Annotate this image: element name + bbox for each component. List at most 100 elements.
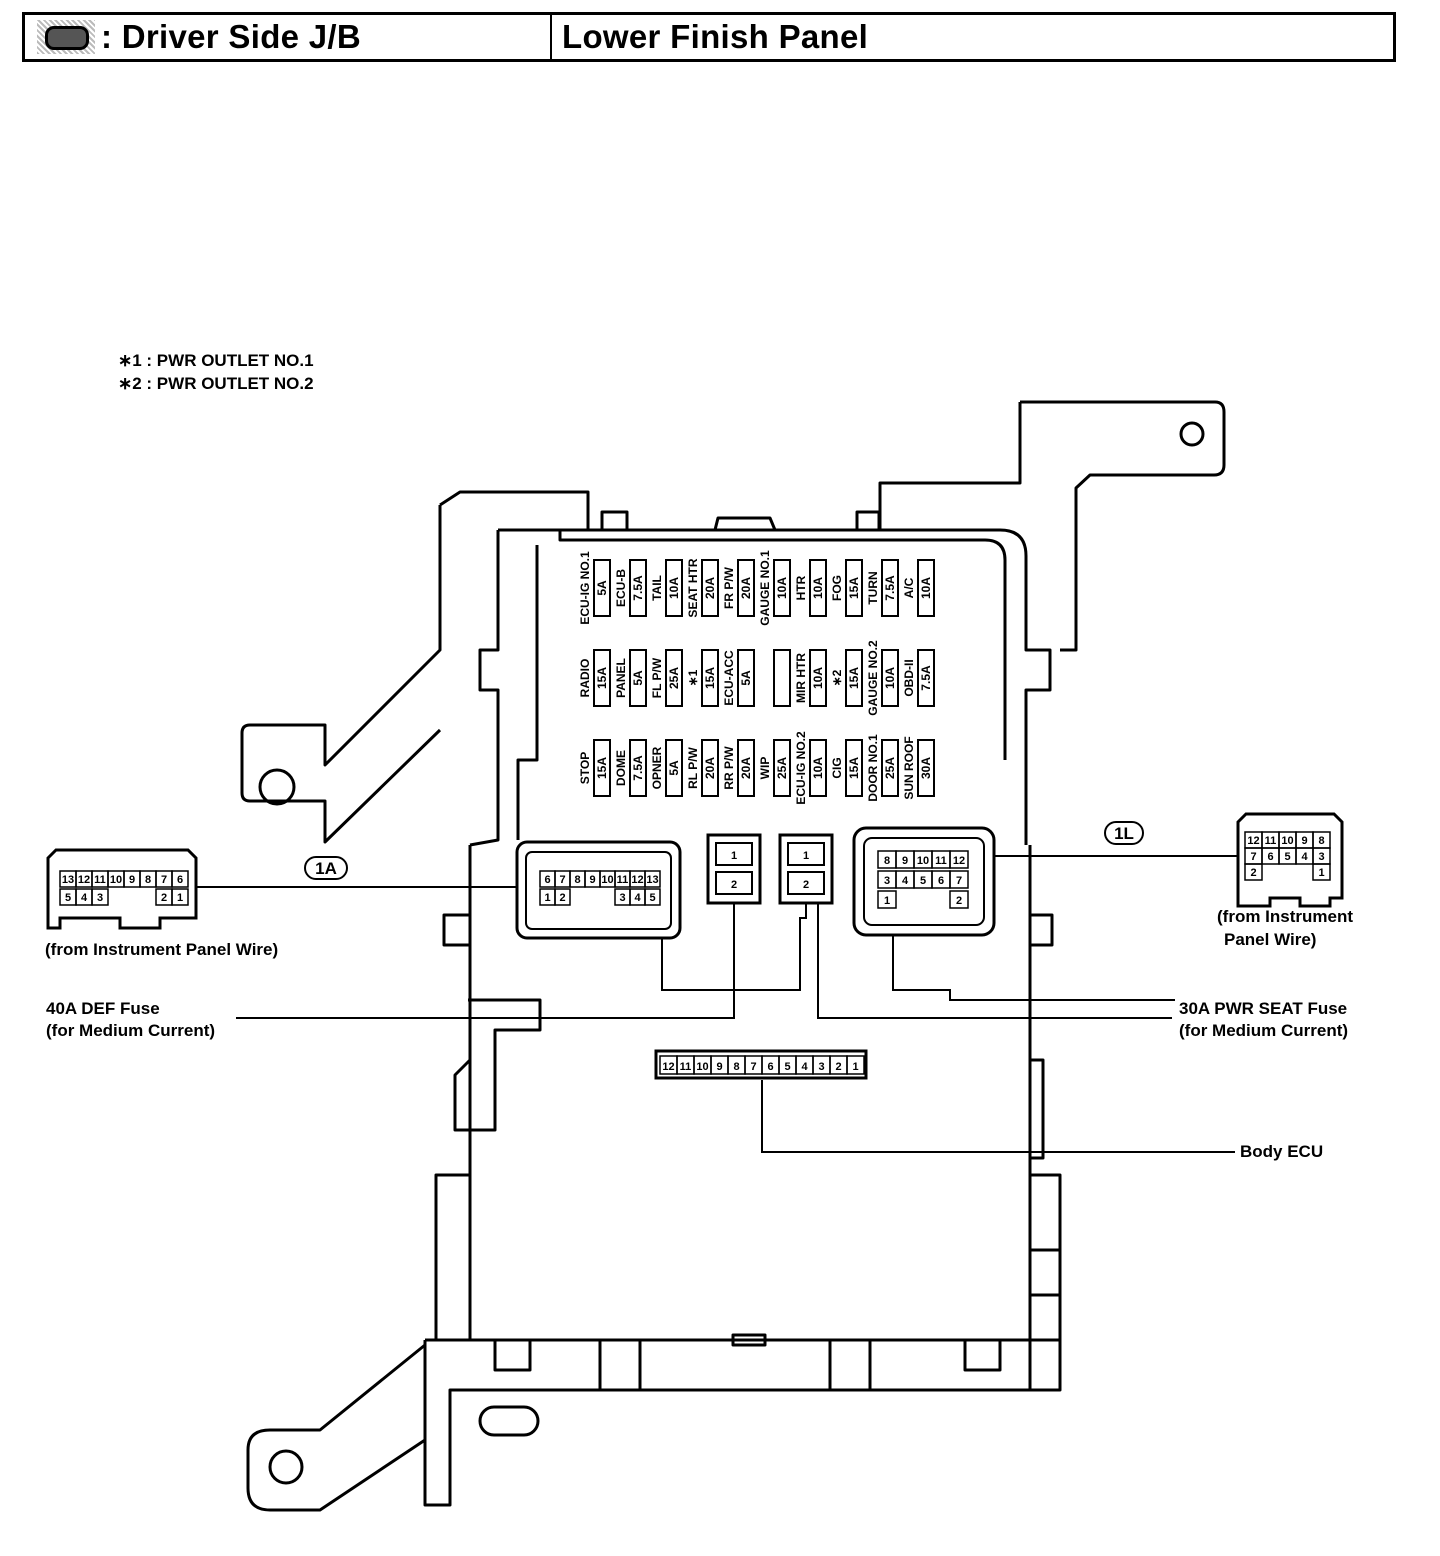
pin-number: 5 [65, 892, 71, 904]
fuse-amp: 10A [811, 757, 825, 779]
pin-cell: 7 [155, 870, 173, 888]
fuse-name: CIG [830, 757, 844, 778]
fuse-name: TAIL [650, 575, 664, 601]
pin-number: 4 [902, 875, 909, 887]
fuse-amp: 10A [811, 667, 825, 689]
connector-1A-source: (from Instrument Panel Wire) [45, 940, 278, 959]
fuse-name: HTR [794, 575, 808, 600]
medium-fuse-def: 1 2 [706, 833, 762, 905]
mount-hole-top-right [1179, 421, 1205, 447]
pin-number: 12 [953, 855, 965, 867]
fuse-amp: 5A [667, 760, 681, 776]
def-fuse-label-line1: 40A DEF Fuse [46, 999, 160, 1018]
def-fuse-pin-2: 2 [731, 879, 737, 891]
pin-number: 2 [835, 1061, 841, 1073]
mount-hole-bottom-left [268, 1449, 304, 1485]
fuse-amp: 15A [847, 667, 861, 689]
pin-number: 10 [110, 874, 122, 886]
pin-cell: 1 [877, 890, 897, 909]
page-header: : Driver Side J/B Lower Finish Panel [22, 12, 1396, 62]
pin-number: 2 [161, 892, 167, 904]
fuse-name: SUN ROOF [902, 736, 916, 799]
pin-cell: 13 [59, 870, 77, 888]
pin-cell: 5 [59, 888, 77, 906]
pin-cell: 7 [949, 870, 969, 889]
pin-cell: 5 [913, 870, 933, 889]
pin-number: 12 [78, 874, 90, 886]
fuse-1-5 [773, 649, 791, 707]
pin-number: 13 [62, 874, 74, 886]
medium-fuse-pwr-seat: 1 2 [778, 833, 834, 905]
fuse-amp: 20A [703, 577, 717, 599]
connector-1L-source-line1: (from Instrument [1217, 907, 1353, 926]
pin-number: 9 [589, 874, 595, 886]
fuse-name: RL P/W [686, 746, 700, 788]
pin-number: 2 [956, 895, 962, 907]
pin-cell: 6 [761, 1055, 780, 1075]
tag-1L-text: 1L [1114, 824, 1134, 843]
fuse-amp: 15A [595, 757, 609, 779]
pin-cell: 7 [1244, 847, 1263, 865]
tag-1A-text: 1A [315, 859, 337, 878]
pin-cell: 3 [614, 888, 631, 906]
fuse-amp: 10A [775, 577, 789, 599]
fuse-name: ∗1 [686, 669, 700, 686]
pin-number: 8 [574, 874, 580, 886]
fuse-name: GAUGE NO.2 [866, 640, 880, 716]
pin-cell: 8 [139, 870, 157, 888]
header-title-location: : Driver Side J/B [101, 18, 362, 55]
pin-number: 6 [1267, 851, 1273, 863]
pin-number: 6 [767, 1061, 773, 1073]
pin-cell: 12 [949, 850, 969, 869]
fuse-amp: 20A [703, 757, 717, 779]
fuse-name: MIR HTR [794, 653, 808, 703]
fuse-amp: 25A [883, 757, 897, 779]
pin-cell: 3 [812, 1055, 831, 1075]
fuse-name: FR P/W [722, 566, 736, 609]
fuse-amp: 20A [739, 757, 753, 779]
pin-number: 9 [129, 874, 135, 886]
note-pwr-outlet-1: ∗1 : PWR OUTLET NO.1 [118, 351, 314, 370]
pin-number: 10 [917, 855, 929, 867]
fuse-amp: 7.5A [883, 575, 897, 601]
pin-number: 13 [646, 874, 658, 886]
tag-1L: 1L [1104, 821, 1144, 845]
pin-number: 8 [733, 1061, 739, 1073]
pin-cell: 6 [539, 870, 556, 888]
header-title-panel: Lower Finish Panel [562, 18, 869, 55]
pin-number: 2 [1250, 867, 1256, 879]
pin-number: 4 [634, 892, 641, 904]
pin-cell: 7 [744, 1055, 763, 1075]
fuse-amp: 20A [739, 577, 753, 599]
pin-number: 10 [696, 1061, 708, 1073]
pin-cell: 8 [727, 1055, 746, 1075]
fuse-amp: 15A [847, 757, 861, 779]
fuse-name: RADIO [578, 659, 592, 698]
pin-number: 9 [902, 855, 908, 867]
fuse-name: FOG [830, 575, 844, 601]
pin-cell: 12 [659, 1055, 678, 1075]
fuse-name: PANEL [614, 658, 628, 698]
pin-cell: 4 [895, 870, 915, 889]
pin-number: 1 [884, 895, 890, 907]
pin-number: 5 [649, 892, 655, 904]
pin-cell: 9 [1295, 831, 1314, 849]
pin-cell: 1 [1312, 863, 1331, 881]
pin-cell: 4 [795, 1055, 814, 1075]
fuse-amp: 10A [883, 667, 897, 689]
fuse-name: ECU-IG NO.1 [578, 551, 592, 625]
pin-number: 7 [559, 874, 565, 886]
pin-cell: 9 [584, 870, 601, 888]
pin-number: 3 [818, 1061, 824, 1073]
pin-number: 9 [1301, 835, 1307, 847]
pin-cell: 10 [913, 850, 933, 869]
